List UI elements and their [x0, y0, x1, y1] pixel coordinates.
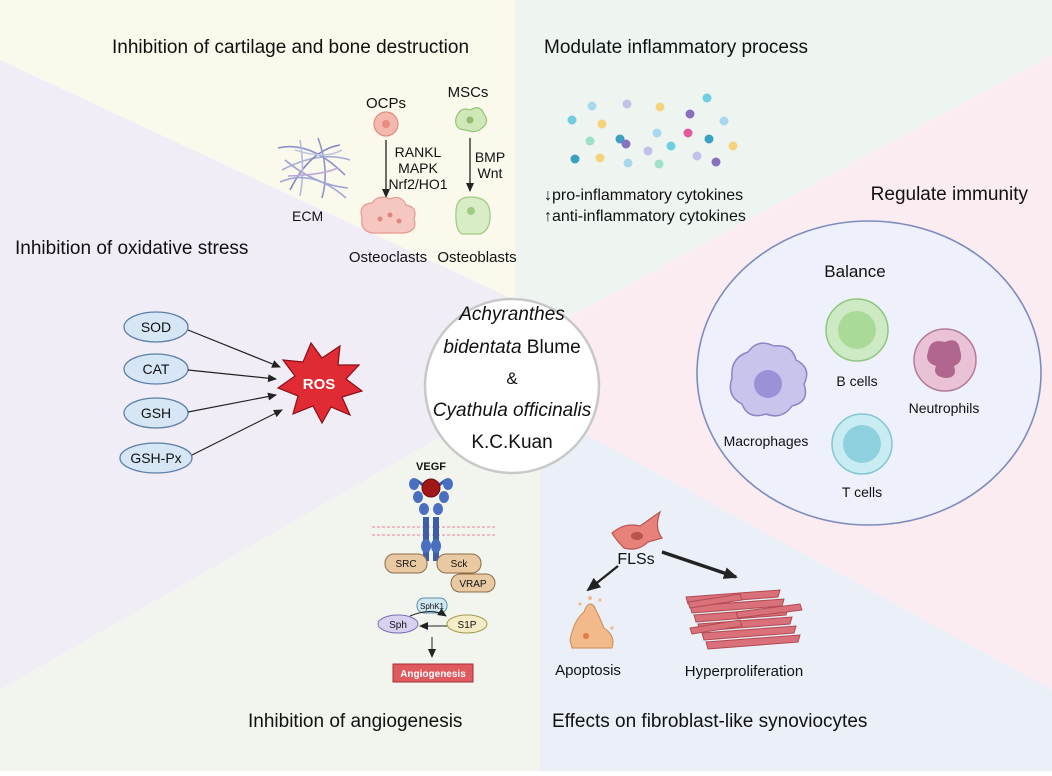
center-line-5: K.C.Kuan: [471, 432, 552, 453]
osteoclasts-label: Osteoclasts: [349, 249, 427, 266]
sector-oxidative: [0, 60, 515, 690]
sphk1-label: SphK1: [420, 602, 445, 611]
src-label: SRC: [395, 559, 416, 570]
neutrophils-label: Neutrophils: [909, 400, 980, 416]
gsh-arrow: [187, 392, 277, 413]
ros-label: ROS: [303, 376, 336, 393]
b-cell-nucleus-icon: [838, 311, 876, 349]
anti-inflammatory-text: ↑anti-inflammatory cytokines: [544, 208, 746, 225]
title-fibroblast: Effects on fibroblast-like synoviocytes: [552, 711, 867, 732]
center-line-2-italic: bidentata: [443, 337, 521, 358]
center-line-2-plain: Blume: [522, 337, 581, 358]
osteoblast-icon: [455, 196, 491, 235]
msc-nucleus-icon: [466, 116, 474, 124]
angiogenesis-box: [392, 663, 474, 683]
center-line-2: bidentata Blume: [443, 337, 580, 358]
mscs-label: MSCs: [448, 84, 489, 101]
osteoclast-nucleus-icon: [377, 216, 383, 222]
ocp-signal-3: Nrf2/HO1: [388, 176, 447, 192]
title-angiogenesis: Inhibition of angiogenesis: [248, 711, 462, 732]
osteoblasts-label: Osteoblasts: [437, 249, 516, 266]
balance-label: Balance: [824, 262, 885, 281]
gsh-px-arrow: [191, 409, 283, 456]
center-line-4: Cyathula officinalis: [433, 400, 592, 421]
t-cells-label: T cells: [842, 484, 882, 500]
svg-text:CAT: CAT: [143, 361, 170, 377]
svg-text:GSH: GSH: [141, 405, 171, 421]
osteoblast-nucleus-icon: [467, 207, 475, 215]
neutrophil-nucleus-icon: [927, 340, 962, 378]
ocp-nucleus-icon: [382, 120, 390, 128]
title-immunity: Regulate immunity: [871, 184, 1029, 205]
ros-burst-icon: [276, 341, 364, 425]
fls-nucleus-icon: [631, 532, 643, 540]
sector-fibroblast: [540, 420, 1052, 771]
osteoclast-nucleus-icon: [396, 218, 402, 224]
center-circle: [423, 297, 601, 475]
msc-signal-2: Wnt: [478, 165, 503, 181]
hyperproliferation-label: Hyperproliferation: [685, 663, 803, 680]
s1p-label: S1P: [458, 620, 477, 631]
macrophages-label: Macrophages: [724, 433, 809, 449]
enzyme-sod: SOD: [123, 311, 189, 343]
angiogenesis-label: Angiogenesis: [400, 669, 466, 680]
ocp-signal-1: RANKL: [395, 144, 442, 160]
s1p-box: [446, 614, 488, 634]
immunity-balance-circle: [696, 220, 1042, 526]
title-oxidative: Inhibition of oxidative stress: [15, 238, 248, 259]
apoptosis-cell-icon: [569, 596, 614, 649]
fls-cell-icon: [611, 510, 664, 550]
fls-label: FLSs: [617, 551, 654, 568]
osteoclast-nucleus-icon: [387, 212, 393, 218]
sector-inflammatory: [515, 0, 1052, 330]
title-cartilage: Inhibition of cartilage and bone destruc…: [112, 37, 469, 58]
sck-label: Sck: [451, 559, 469, 570]
sck-box: [436, 553, 482, 574]
center-line-3: &: [506, 369, 518, 388]
ecm-label: ECM: [292, 208, 323, 224]
vrap-box: [450, 573, 496, 593]
t-cell-nucleus-icon: [843, 425, 881, 463]
hyperproliferation-icon: [685, 589, 803, 650]
vrap-label: VRAP: [459, 579, 487, 590]
ocps-label: OCPs: [366, 95, 406, 112]
enzyme-gsh: GSH: [123, 397, 189, 429]
sph-box: [377, 614, 419, 634]
sph-label: Sph: [389, 620, 407, 631]
enzyme-cat: CAT: [123, 353, 189, 385]
svg-text:GSH-Px: GSH-Px: [130, 450, 181, 466]
vegf-label: VEGF: [416, 461, 446, 473]
fls-apoptosis-arrow: [586, 565, 619, 592]
msc-signal-1: BMP: [475, 149, 505, 165]
center-line-1: Achyranthes: [458, 304, 565, 325]
pro-inflammatory-text: ↓pro-inflammatory cytokines: [544, 187, 743, 204]
sod-arrow: [187, 329, 281, 368]
svg-text:SOD: SOD: [141, 319, 171, 335]
cytokine-dots-icon: [567, 93, 738, 169]
title-inflammatory: Modulate inflammatory process: [544, 37, 808, 58]
apoptosis-label: Apoptosis: [555, 662, 621, 679]
sector-angiogenesis: [0, 420, 540, 771]
fls-hyper-arrow: [661, 550, 738, 579]
cat-arrow: [187, 369, 277, 383]
ocp-signal-2: MAPK: [398, 160, 438, 176]
src-box: [384, 553, 428, 574]
b-cells-label: B cells: [836, 373, 877, 389]
ecm-fibers-icon: [277, 137, 351, 199]
sph-to-s1p-arrow: [409, 608, 447, 617]
macrophage-nucleus-icon: [754, 370, 782, 398]
enzyme-gsh-px: GSH-Px: [119, 442, 193, 474]
vegf-ligand-icon: [421, 478, 441, 498]
